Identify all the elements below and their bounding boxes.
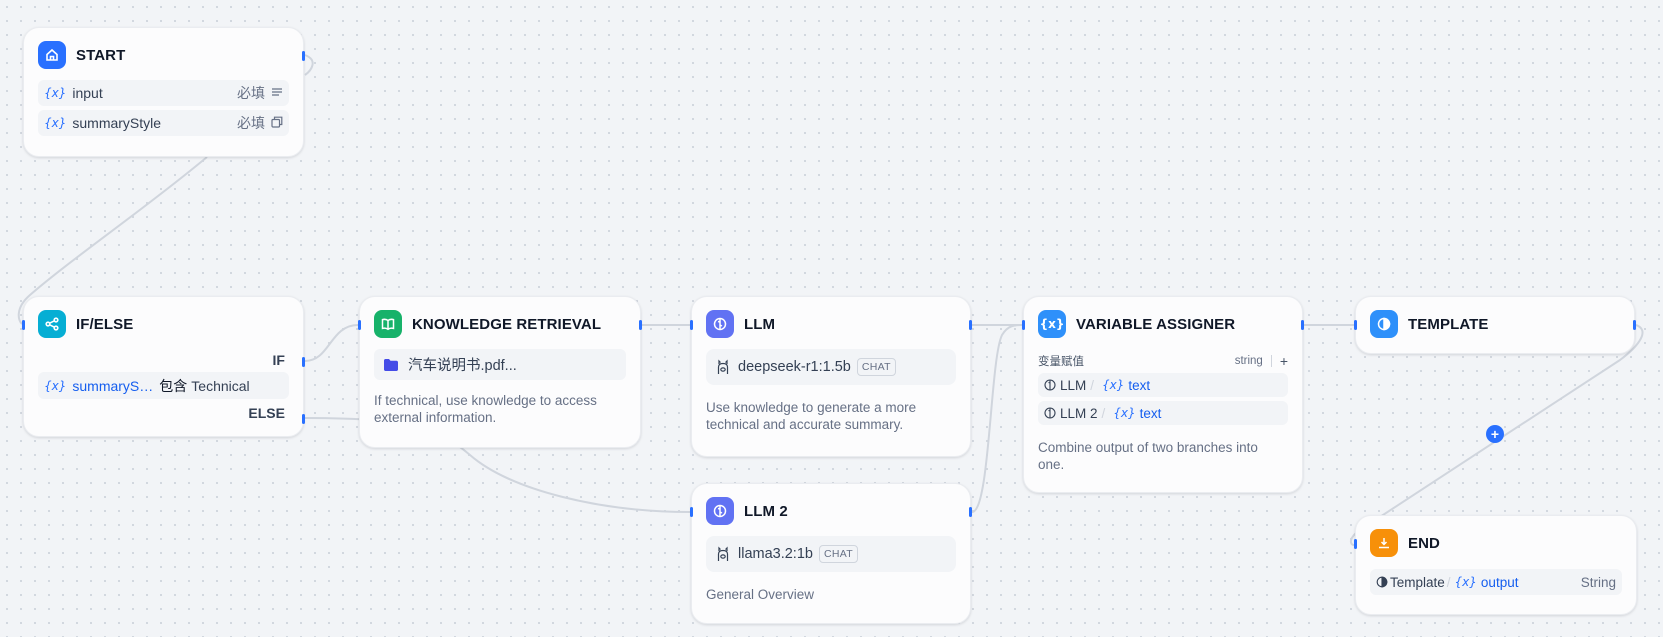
node-description: If technical, use knowledge to access ex…	[374, 393, 597, 425]
edge-start-loop	[304, 54, 314, 76]
else-handle[interactable]	[302, 414, 305, 424]
model-selector[interactable]: deepseek-r1:1.5b CHAT	[706, 349, 956, 385]
else-label: ELSE	[248, 405, 285, 421]
model-selector[interactable]: llama3.2:1b CHAT	[706, 536, 956, 572]
end-icon	[1370, 529, 1398, 557]
assigner-row[interactable]: LLM 2 / {x} text	[1038, 401, 1288, 425]
branch-icon	[38, 310, 66, 338]
path-separator: /	[1446, 574, 1451, 590]
variable-icon: {x}	[44, 378, 67, 393]
end-node[interactable]: END Template / {x} output String	[1354, 515, 1637, 615]
input-handle[interactable]	[22, 320, 25, 330]
node-description: General Overview	[706, 587, 815, 602]
source-node: LLM	[1060, 377, 1087, 393]
node-title: VARIABLE ASSIGNER	[1076, 315, 1236, 333]
variable-icon: {x}	[44, 116, 67, 130]
chat-badge: CHAT	[818, 545, 858, 563]
start-var-input[interactable]: {x} input 必填	[38, 80, 289, 106]
ifelse-node[interactable]: IF/ELSE IF {x} summaryS… 包含 Technical EL…	[22, 296, 305, 437]
if-condition[interactable]: {x} summaryS… 包含 Technical	[38, 372, 289, 399]
llm-node[interactable]: LLM deepseek-r1:1.5b CHAT Use knowledge …	[690, 296, 972, 457]
node-title: LLM 2	[744, 502, 788, 520]
node-description: Use knowledge to generate a more technic…	[706, 400, 917, 432]
var-name: text	[1128, 377, 1151, 393]
end-output-row[interactable]: Template / {x} output String	[1370, 569, 1622, 595]
output-handle[interactable]	[969, 507, 972, 517]
output-handle[interactable]	[1633, 320, 1636, 330]
home-icon	[38, 41, 66, 69]
start-node[interactable]: START {x} input 必填 {x} summaryStyle 必填	[23, 27, 305, 157]
book-icon	[374, 310, 402, 338]
folder-icon	[384, 358, 398, 371]
var-name: text	[1139, 405, 1162, 421]
llm2-node[interactable]: LLM 2 llama3.2:1b CHAT General Overview	[690, 483, 972, 624]
variable-icon: {x}	[44, 86, 67, 100]
source-node: LLM 2	[1060, 405, 1098, 421]
add-variable-button[interactable]: +	[1279, 353, 1288, 369]
assigner-header: 变量赋值 string +	[1038, 353, 1288, 369]
variable-icon: {x}	[1113, 406, 1136, 420]
model-name: deepseek-r1:1.5b	[738, 359, 851, 375]
template-icon	[1370, 310, 1398, 338]
template-node[interactable]: TEMPLATE	[1354, 296, 1636, 354]
output-handle[interactable]	[639, 320, 642, 330]
edge-llm2-to-assigner	[971, 324, 1023, 513]
variable-icon: {x}	[1102, 378, 1125, 392]
required-label: 必填	[237, 85, 265, 101]
variable-icon: {x}	[1038, 310, 1066, 338]
model-name: llama3.2:1b	[738, 546, 813, 562]
brain-icon	[1044, 379, 1056, 391]
input-handle[interactable]	[1354, 539, 1357, 549]
condition-value: Technical	[191, 377, 250, 394]
file-name: 汽车说明书.pdf...	[408, 358, 517, 374]
required-label: 必填	[237, 115, 265, 131]
node-title: TEMPLATE	[1408, 315, 1489, 333]
output-handle[interactable]	[1301, 320, 1304, 330]
knowledge-file[interactable]: 汽车说明书.pdf...	[374, 349, 626, 380]
if-label: IF	[272, 352, 285, 368]
if-handle[interactable]	[302, 357, 305, 367]
variable-assigner-node[interactable]: {x} VARIABLE ASSIGNER 变量赋值 string + LLM …	[1022, 296, 1304, 493]
assigner-type: string	[1235, 355, 1272, 367]
node-title: KNOWLEDGE RETRIEVAL	[412, 315, 602, 333]
node-description: Combine output of two branches into one.	[1038, 440, 1258, 472]
input-handle[interactable]	[690, 320, 693, 330]
input-handle[interactable]	[358, 320, 361, 330]
brain-icon	[706, 310, 734, 338]
add-node-button[interactable]: +	[1486, 425, 1504, 443]
path-separator: /	[1090, 377, 1095, 393]
input-handle[interactable]	[1022, 320, 1025, 330]
chat-badge: CHAT	[856, 358, 896, 376]
knowledge-retrieval-node[interactable]: KNOWLEDGE RETRIEVAL 汽车说明书.pdf... If tech…	[358, 296, 642, 448]
source-node: Template	[1390, 574, 1445, 590]
node-title: START	[76, 46, 126, 64]
edge-if-to-knowledge	[304, 324, 359, 362]
paragraph-icon	[271, 86, 283, 101]
node-title: IF/ELSE	[76, 315, 134, 333]
start-var-summarystyle[interactable]: {x} summaryStyle 必填	[38, 110, 289, 136]
var-name: summaryStyle	[72, 115, 162, 131]
var-name: output	[1480, 574, 1519, 590]
input-handle[interactable]	[1354, 320, 1357, 330]
node-title: END	[1408, 534, 1440, 552]
condition-operator: 包含	[159, 377, 188, 394]
var-type: String	[1580, 574, 1616, 590]
brain-icon	[706, 497, 734, 525]
var-name: input	[72, 85, 103, 101]
template-icon	[1376, 576, 1388, 588]
variable-icon: {x}	[1454, 575, 1477, 589]
ollama-icon	[716, 546, 730, 562]
condition-var: summaryS…	[72, 377, 154, 394]
assigner-label: 变量赋值	[1038, 356, 1084, 368]
ollama-icon	[716, 359, 730, 375]
input-handle[interactable]	[690, 507, 693, 517]
select-icon	[271, 116, 283, 131]
brain-icon	[1044, 407, 1056, 419]
node-title: LLM	[744, 315, 776, 333]
output-handle[interactable]	[302, 51, 305, 61]
assigner-row[interactable]: LLM / {x} text	[1038, 373, 1288, 397]
path-separator: /	[1101, 405, 1106, 421]
output-handle[interactable]	[969, 320, 972, 330]
